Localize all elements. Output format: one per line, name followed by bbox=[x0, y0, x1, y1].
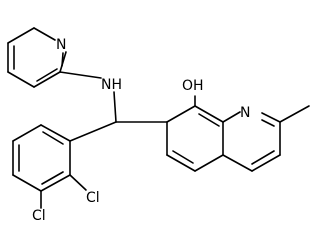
bond bbox=[7, 71, 35, 88]
bond bbox=[113, 91, 117, 123]
atom-label-n-pyridine: N bbox=[56, 37, 66, 53]
atom-labels: N NH OH N Cl Cl bbox=[32, 37, 250, 224]
bond bbox=[69, 121, 117, 142]
bond bbox=[33, 27, 56, 41]
bond bbox=[12, 174, 42, 192]
bond bbox=[261, 112, 281, 123]
bond bbox=[40, 124, 71, 142]
bond bbox=[61, 52, 64, 67]
bond bbox=[222, 154, 253, 172]
bond bbox=[59, 71, 102, 79]
bond bbox=[166, 105, 196, 123]
atom-label-nh: NH bbox=[101, 77, 122, 93]
bond bbox=[251, 154, 281, 172]
bond bbox=[33, 71, 61, 88]
bond bbox=[42, 131, 64, 145]
bond bbox=[69, 174, 87, 191]
bond bbox=[12, 124, 42, 142]
atom-label-cl-3: Cl bbox=[32, 208, 46, 224]
bond bbox=[261, 119, 275, 127]
bond bbox=[41, 171, 64, 185]
bond bbox=[222, 111, 241, 123]
bond bbox=[251, 150, 275, 165]
bond bbox=[194, 154, 224, 172]
atom-label-n-quinoline: N bbox=[240, 105, 250, 121]
bond bbox=[279, 105, 310, 123]
bond bbox=[194, 105, 224, 123]
atom-label-oh: OH bbox=[182, 78, 204, 94]
bond bbox=[172, 150, 194, 164]
bonds bbox=[7, 27, 310, 209]
bond bbox=[40, 174, 71, 192]
bond bbox=[36, 68, 58, 82]
bond bbox=[198, 113, 220, 127]
atom-label-cl-2: Cl bbox=[86, 190, 100, 206]
bond bbox=[7, 27, 35, 44]
bond bbox=[166, 154, 196, 172]
